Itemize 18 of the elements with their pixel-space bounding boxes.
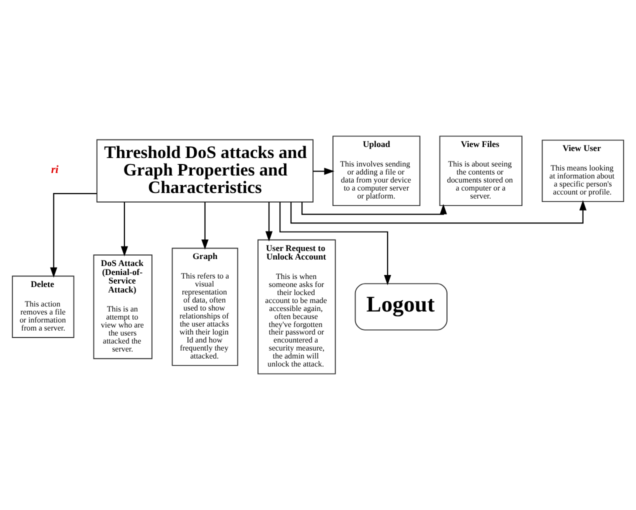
node-box: Logout (354, 283, 448, 330)
node-box: View User This means looking at information about a specific person's account or profile. (542, 140, 624, 202)
arrow (279, 202, 392, 286)
node-box: DoS Attack (Denial-of-Service Attack) This is an attempt to view who are the users attacked the server. (93, 254, 152, 360)
label: ri (51, 164, 59, 176)
node-box: Threshold DoS attacks and Graph Properties and Characteristics (96, 139, 314, 202)
arrow (290, 200, 586, 224)
arrow (50, 193, 97, 278)
node-box: Delete This action removes a file or information from a server. (12, 276, 74, 338)
node-box: Graph This refers to a visual representation of data, often used to show relationships of the user attacks with their login Id and how frequently they attacked. (172, 248, 238, 366)
arrow (313, 168, 334, 175)
node-box: Upload This involves sending or adding a file or data from your device to a computer server or platform. (332, 136, 420, 206)
arrow (301, 202, 447, 215)
arrow (201, 202, 209, 250)
arrow (120, 202, 128, 256)
node-box: View Files This is about seeing the contents or documents stored on a computer or a server. (439, 136, 522, 206)
arrow (265, 202, 273, 242)
node-box: User Request to Unlock Account This is when someone asks for their locked account to be made accessible again, often because they've forgotten their password or encountered a security measure, the admin will unlock the attack. (258, 239, 336, 374)
